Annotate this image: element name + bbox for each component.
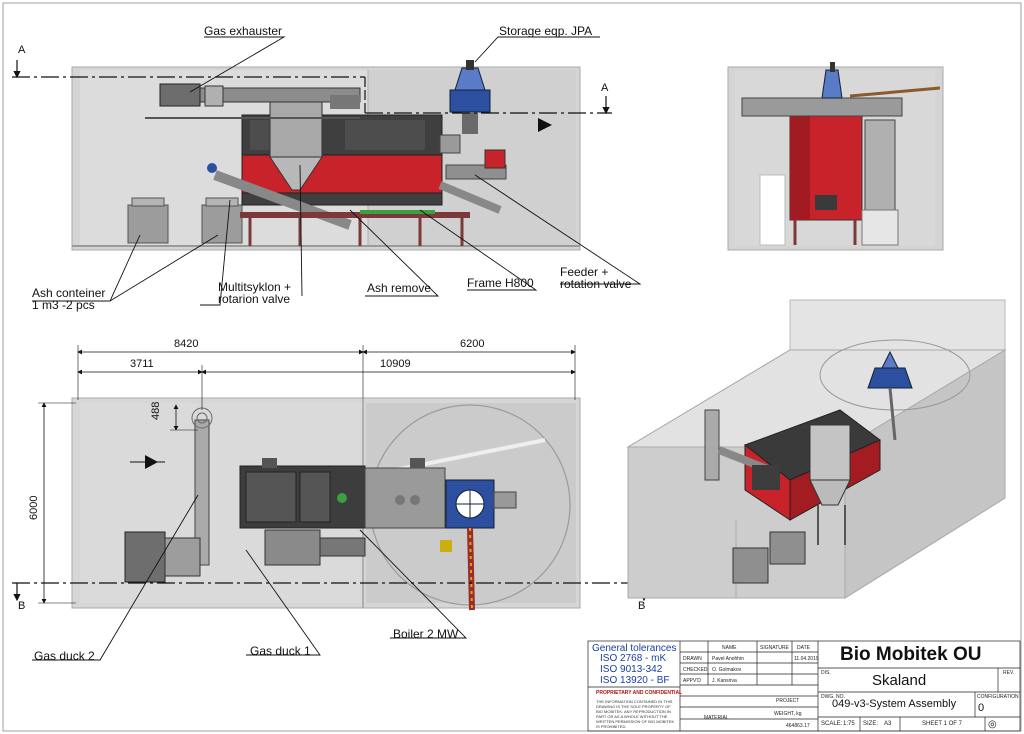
proprietary-heading: PROPRIETARY AND CONFIDENTIAL <box>596 690 683 696</box>
iso-9013: ISO 9013-342 <box>600 664 663 675</box>
dim-3711: 3711 <box>130 358 154 370</box>
drawn-date: 11.04.2019 <box>794 656 819 662</box>
section-b-left: B <box>18 600 26 612</box>
label-gas-duck-1: Gas duck 1 <box>250 644 311 658</box>
title-block-lines <box>587 640 1021 732</box>
project-label: PROJECT <box>776 698 800 704</box>
appvd-name: J. Kansirva <box>712 678 737 684</box>
title-label: DIS. <box>821 670 831 676</box>
label-feeder-2: rotation valve <box>560 277 632 291</box>
rev-label: REV. <box>1003 670 1015 676</box>
projection-icon: ◎ <box>988 719 997 730</box>
section-b-right: B <box>638 600 646 612</box>
label-ash-remove: Ash remove <box>367 281 432 295</box>
sheet-number: SHEET 1 OF 7 <box>922 721 962 727</box>
weight-label: WEIGHT, kg <box>774 711 802 717</box>
iso-13920: ISO 13920 - BF <box>600 675 670 686</box>
col-signature: SIGNATURE <box>760 645 789 651</box>
dim-488: 488 <box>150 401 162 420</box>
dim-10909: 10909 <box>380 358 411 370</box>
plan-view <box>12 118 650 611</box>
label-multitsyklon-1: Multitsyklon + <box>218 280 292 294</box>
config-value: 0 <box>978 702 985 714</box>
dim-6000: 6000 <box>28 495 40 520</box>
dwg-no-label: DWG. NO. <box>821 694 845 700</box>
end-view <box>727 62 944 251</box>
company-name: Bio Mobitek OU <box>840 644 982 665</box>
tolerance-title: General tolerances <box>592 643 677 654</box>
label-ash-container-2: 1 m3 -2 pcs <box>32 298 95 312</box>
weight-value: 464863.17 <box>786 723 810 729</box>
label-storage: Storage eqp. JPA <box>499 24 593 38</box>
size-label: SIZE: <box>863 721 879 727</box>
section-a-right: A <box>601 82 609 94</box>
isometric-view <box>626 299 1007 599</box>
label-gas-exhauster: Gas exhauster <box>204 24 283 38</box>
drawn-label: DRAWN <box>683 656 702 662</box>
label-multitsyklon-2: rotarion valve <box>218 292 291 306</box>
side-view <box>12 60 612 251</box>
label-boiler: Boiler 2 MW <box>393 627 459 641</box>
material-label: MATERIAL <box>704 715 729 721</box>
iso-2768: ISO 2768 - mK <box>600 653 667 664</box>
dim-8420: 8420 <box>174 338 199 350</box>
appvd-label: APPV'D <box>683 678 701 684</box>
size-value: A3 <box>884 721 892 727</box>
drawing-title: Skaland <box>872 672 927 689</box>
label-gas-duck-2: Gas duck 2 <box>34 649 95 663</box>
dwg-number: 049-v3-System Assembly <box>832 698 957 710</box>
scale-value: 1:75 <box>843 721 855 727</box>
config-label: CONFIGURATION <box>977 694 1019 700</box>
drawn-name: Pavel Anohhin <box>712 656 744 662</box>
col-date: DATE <box>797 645 810 651</box>
checked-name: O. Golmakov <box>712 667 742 673</box>
proprietary-text: THE INFORMATION CONTAINED IN THIS DRAWIN… <box>596 699 675 729</box>
checked-label: CHECKED <box>683 667 708 673</box>
label-frame: Frame H800 <box>467 276 534 290</box>
leader-lines <box>32 36 642 661</box>
col-name: NAME <box>722 645 737 651</box>
scale-label: SCALE: <box>821 721 843 727</box>
label-ash-container-1: Ash conteiner <box>32 286 106 300</box>
dim-6200: 6200 <box>460 338 485 350</box>
label-feeder-1: Feeder + <box>560 265 609 279</box>
section-a-left: A <box>18 44 26 56</box>
